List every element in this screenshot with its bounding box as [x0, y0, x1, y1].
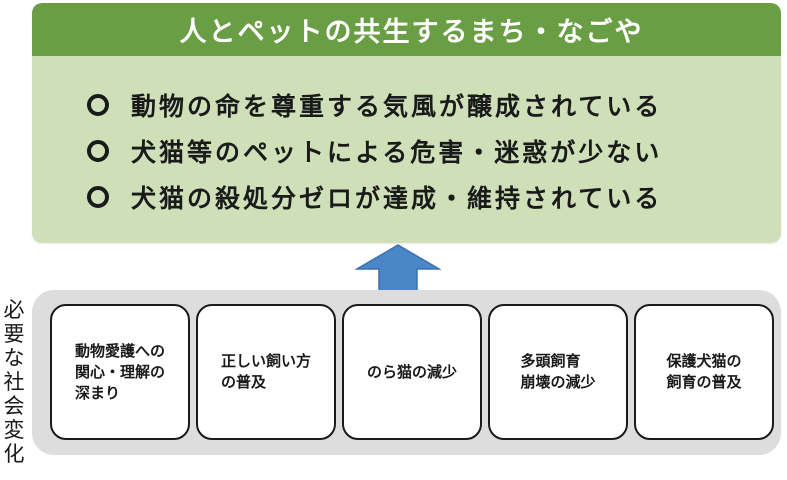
- goal-item: 動物の命を尊重する気風が醸成されている: [87, 83, 662, 127]
- change-box: 正しい飼い方 の普及: [196, 304, 336, 440]
- change-box: 動物愛護への 関心・理解の 深まり: [50, 304, 190, 440]
- circle-bullet-icon: [87, 186, 109, 208]
- change-box-text: 動物愛護への 関心・理解の 深まり: [74, 341, 165, 402]
- goal-item: 犬猫等のペットによる危害・迷惑が少ない: [87, 129, 662, 173]
- goal-item: 犬猫の殺処分ゼロが達成・維持されている: [87, 175, 662, 219]
- goal-item-text: 犬猫等のペットによる危害・迷惑が少ない: [131, 138, 663, 167]
- up-arrow-icon: [355, 244, 441, 293]
- goal-item-text: 動物の命を尊重する気風が醸成されている: [131, 92, 663, 121]
- goal-list: 動物の命を尊重する気風が醸成されている 犬猫等のペットによる危害・迷惑が少ない …: [87, 83, 662, 221]
- goal-title: 人とペットの共生するまち・なごや: [32, 3, 781, 56]
- goal-panel: 人とペットの共生するまち・なごや 動物の命を尊重する気風が醸成されている 犬猫等…: [32, 3, 781, 243]
- side-label: 必要な社会変化: [3, 298, 25, 466]
- circle-bullet-icon: [87, 140, 109, 162]
- change-box-text: 保護犬猫の 飼育の普及: [666, 352, 742, 391]
- change-box: 多頭飼育 崩壊の減少: [488, 304, 628, 440]
- circle-bullet-icon: [87, 94, 109, 116]
- change-box-text: 正しい飼い方 の普及: [220, 352, 311, 391]
- goal-item-text: 犬猫の殺処分ゼロが達成・維持されている: [131, 184, 663, 213]
- change-box: のら猫の減少: [342, 304, 482, 440]
- change-box-text: 多頭飼育 崩壊の減少: [520, 352, 596, 391]
- change-box-text: のら猫の減少: [366, 362, 457, 381]
- change-box: 保護犬猫の 飼育の普及: [634, 304, 774, 440]
